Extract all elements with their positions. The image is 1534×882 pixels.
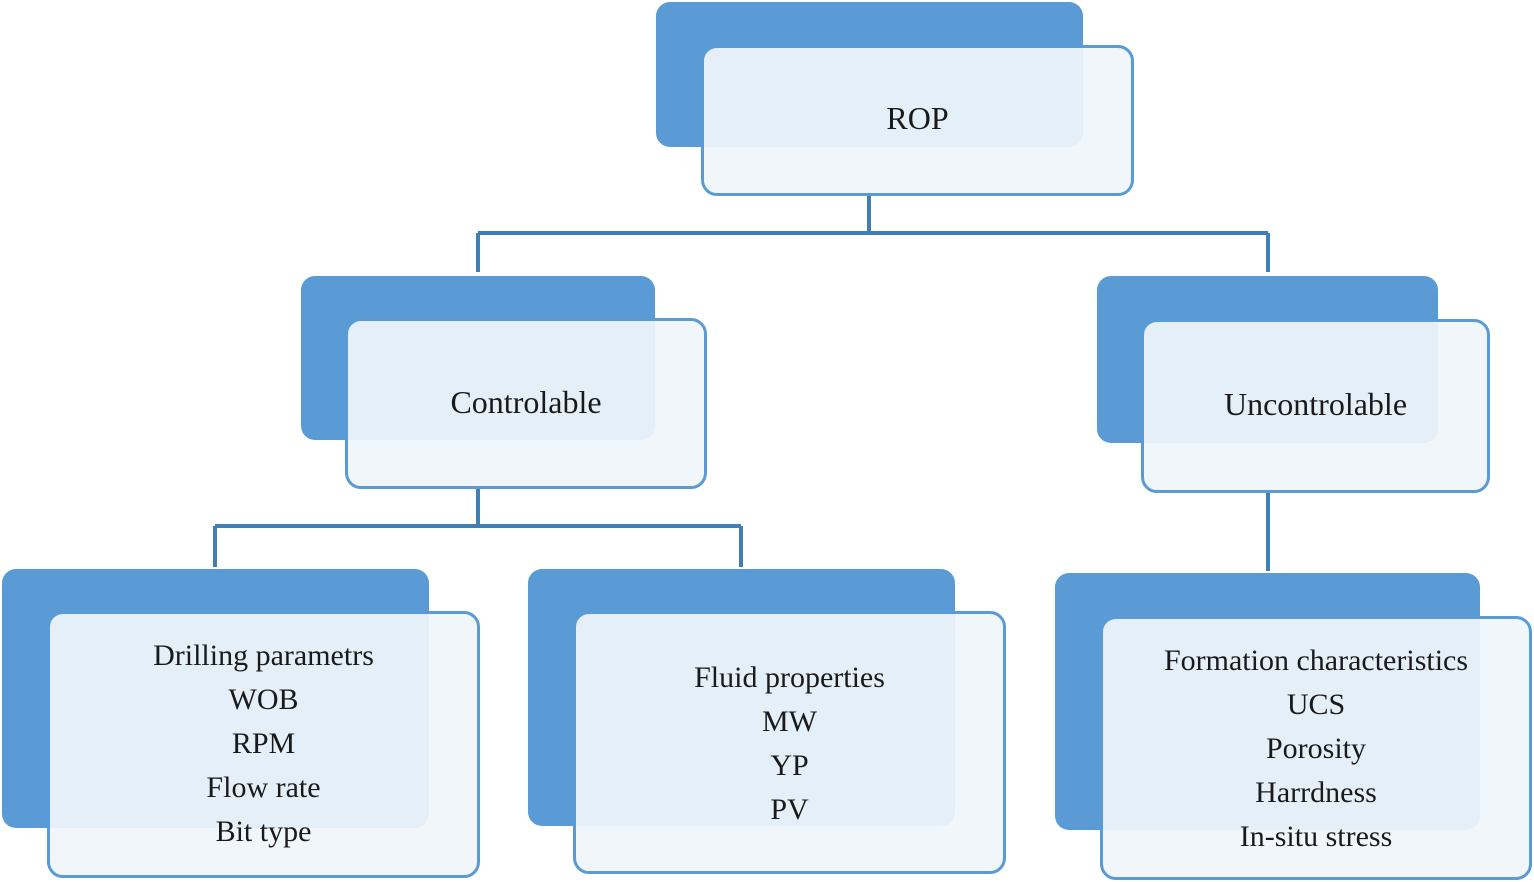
fluid-properties-heading: Fluid properties xyxy=(694,661,885,694)
leaf-item-hardness: Harrdness xyxy=(1255,776,1377,809)
root-label: ROP xyxy=(886,100,949,136)
leaf-item-ucs: UCS xyxy=(1286,688,1346,721)
leaf-item-yp: YP xyxy=(770,749,809,782)
leaf-item-mw: MW xyxy=(762,705,817,738)
root-node: ROP xyxy=(656,2,1134,196)
controlable-node-box: Controlable xyxy=(345,318,707,489)
leaf-item-bit-type: Bit type xyxy=(215,815,312,848)
controlable-connector xyxy=(213,489,743,567)
drilling-parameters-node: Drilling parametrs WOB RPM Flow rate Bit… xyxy=(2,569,480,878)
root-connector xyxy=(476,195,1270,272)
controlable-node: Controlable xyxy=(301,276,707,489)
uncontrolable-node: Uncontrolable xyxy=(1097,276,1490,493)
leaf-item-in-situ-stress: In-situ stress xyxy=(1239,820,1393,853)
formation-characteristics-node: Formation characteristics UCS Porosity H… xyxy=(1055,573,1532,880)
uncontrolable-node-box: Uncontrolable xyxy=(1141,319,1490,493)
drilling-parameters-box: Drilling parametrs WOB RPM Flow rate Bit… xyxy=(47,611,480,878)
leaf-item-porosity: Porosity xyxy=(1265,732,1367,765)
leaf-item-rpm: RPM xyxy=(231,727,296,760)
fluid-properties-node: Fluid properties MW YP PV xyxy=(528,569,1006,874)
leaf-item-pv: PV xyxy=(770,793,809,826)
leaf-item-wob: WOB xyxy=(228,683,299,716)
controlable-label: Controlable xyxy=(450,384,602,420)
drilling-parameters-heading: Drilling parametrs xyxy=(153,639,374,672)
fluid-properties-box: Fluid properties MW YP PV xyxy=(573,611,1006,874)
uncontrolable-label: Uncontrolable xyxy=(1223,386,1408,422)
formation-characteristics-heading: Formation characteristics xyxy=(1163,644,1469,677)
leaf-item-flow-rate: Flow rate xyxy=(206,771,321,804)
root-node-box: ROP xyxy=(701,45,1134,196)
formation-characteristics-box: Formation characteristics UCS Porosity H… xyxy=(1100,616,1532,880)
